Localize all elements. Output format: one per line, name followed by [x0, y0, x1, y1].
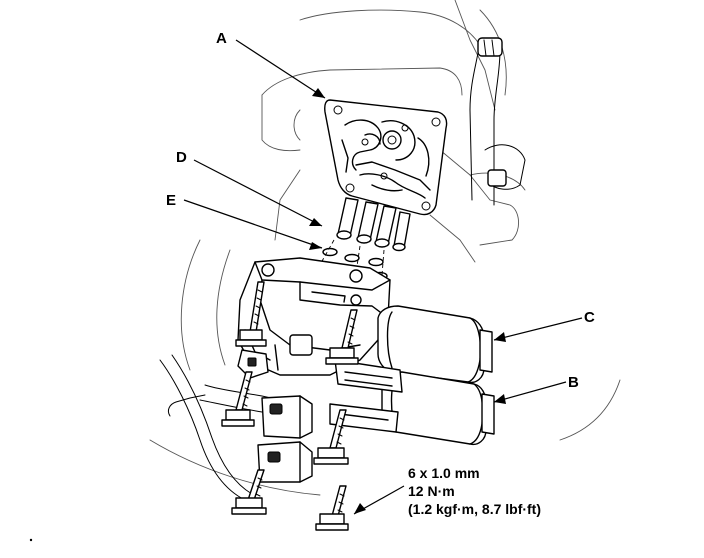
callout-c: C [584, 309, 595, 326]
bolts [221, 281, 359, 531]
callout-b: B [568, 374, 579, 391]
bolt-2 [325, 309, 359, 365]
leader-lines [183, 39, 583, 515]
callout-d: D [176, 149, 187, 166]
solenoid-housing [237, 257, 391, 376]
stray-dot [29, 538, 33, 542]
leader-b [493, 381, 567, 403]
tube-2 [356, 201, 379, 244]
tube-4 [392, 211, 411, 252]
bolt-6 [315, 485, 349, 531]
filter-tubes [336, 197, 411, 252]
leader-c [493, 317, 583, 341]
callout-a: A [216, 30, 227, 47]
tube-3 [374, 205, 397, 248]
bolt-1 [235, 281, 267, 347]
o-ring-2 [344, 253, 360, 263]
harness-connector-upper [261, 395, 313, 439]
bolt-3 [221, 371, 255, 427]
leader-a [235, 39, 326, 99]
bolt-4 [313, 409, 349, 465]
wire-harness [159, 349, 313, 501]
spec-torque-imperial: (1.2 kgf·m, 8.7 lbf·ft) [408, 501, 541, 517]
spec-torque-nm: 12 N·m [408, 483, 455, 499]
o-ring-1 [322, 247, 338, 257]
leader-e [183, 199, 323, 249]
callout-e: E [166, 192, 176, 209]
transmission-housing [149, 0, 621, 496]
connector-brackets [329, 359, 403, 433]
valve-body-plate [324, 99, 448, 216]
tube-1 [336, 197, 359, 240]
o-ring-3 [368, 257, 384, 267]
bolt-5 [231, 469, 267, 515]
leader-d [193, 159, 323, 227]
harness-connector-lower [257, 441, 313, 483]
torque-spec: 6 x 1.0 mm 12 N·m (1.2 kgf·m, 8.7 lbf·ft… [408, 465, 541, 517]
spec-bolt-size: 6 x 1.0 mm [408, 465, 480, 481]
